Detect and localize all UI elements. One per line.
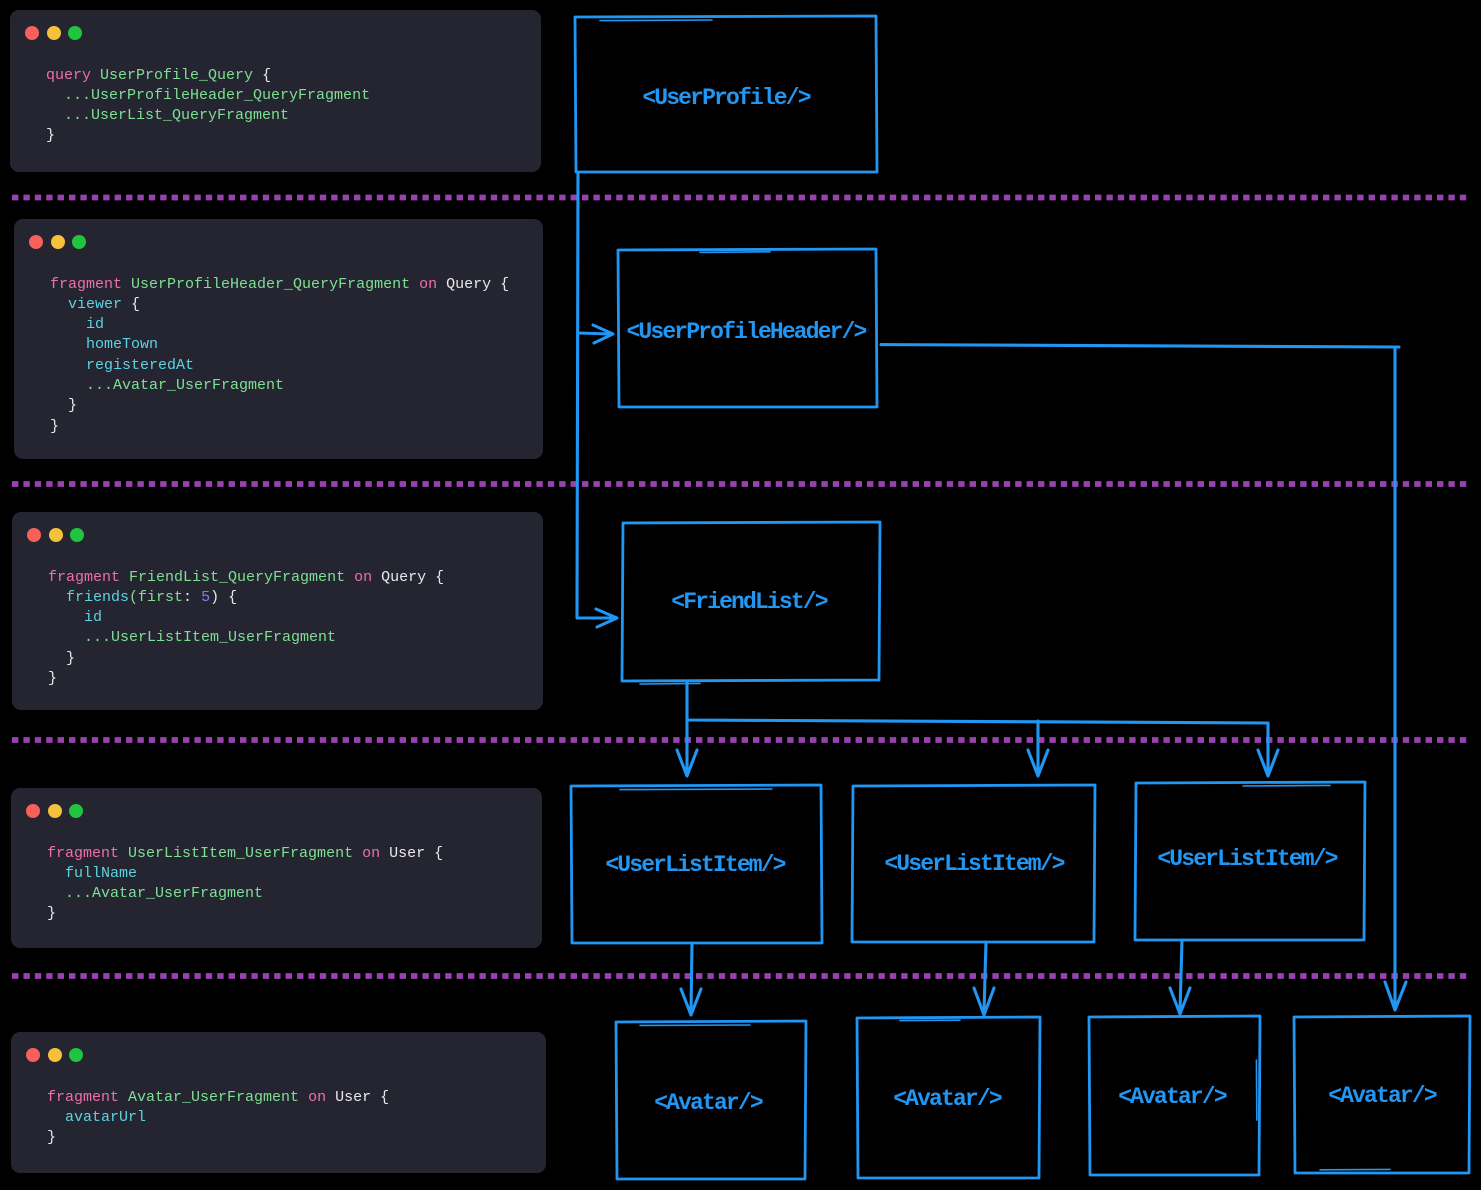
svg-text:<UserListItem/>: <UserListItem/>: [884, 851, 1064, 877]
svg-text:<Avatar/>: <Avatar/>: [1328, 1083, 1437, 1109]
svg-text:<UserListItem/>: <UserListItem/>: [605, 852, 785, 878]
svg-text:<UserListItem/>: <UserListItem/>: [1157, 846, 1337, 872]
svg-text:<Avatar/>: <Avatar/>: [893, 1086, 1002, 1112]
svg-text:<UserProfileHeader/>: <UserProfileHeader/>: [626, 319, 866, 345]
svg-text:<Avatar/>: <Avatar/>: [654, 1090, 763, 1116]
svg-text:<Avatar/>: <Avatar/>: [1118, 1084, 1227, 1110]
svg-text:<UserProfile/>: <UserProfile/>: [642, 85, 810, 111]
svg-text:<FriendList/>: <FriendList/>: [671, 589, 827, 615]
